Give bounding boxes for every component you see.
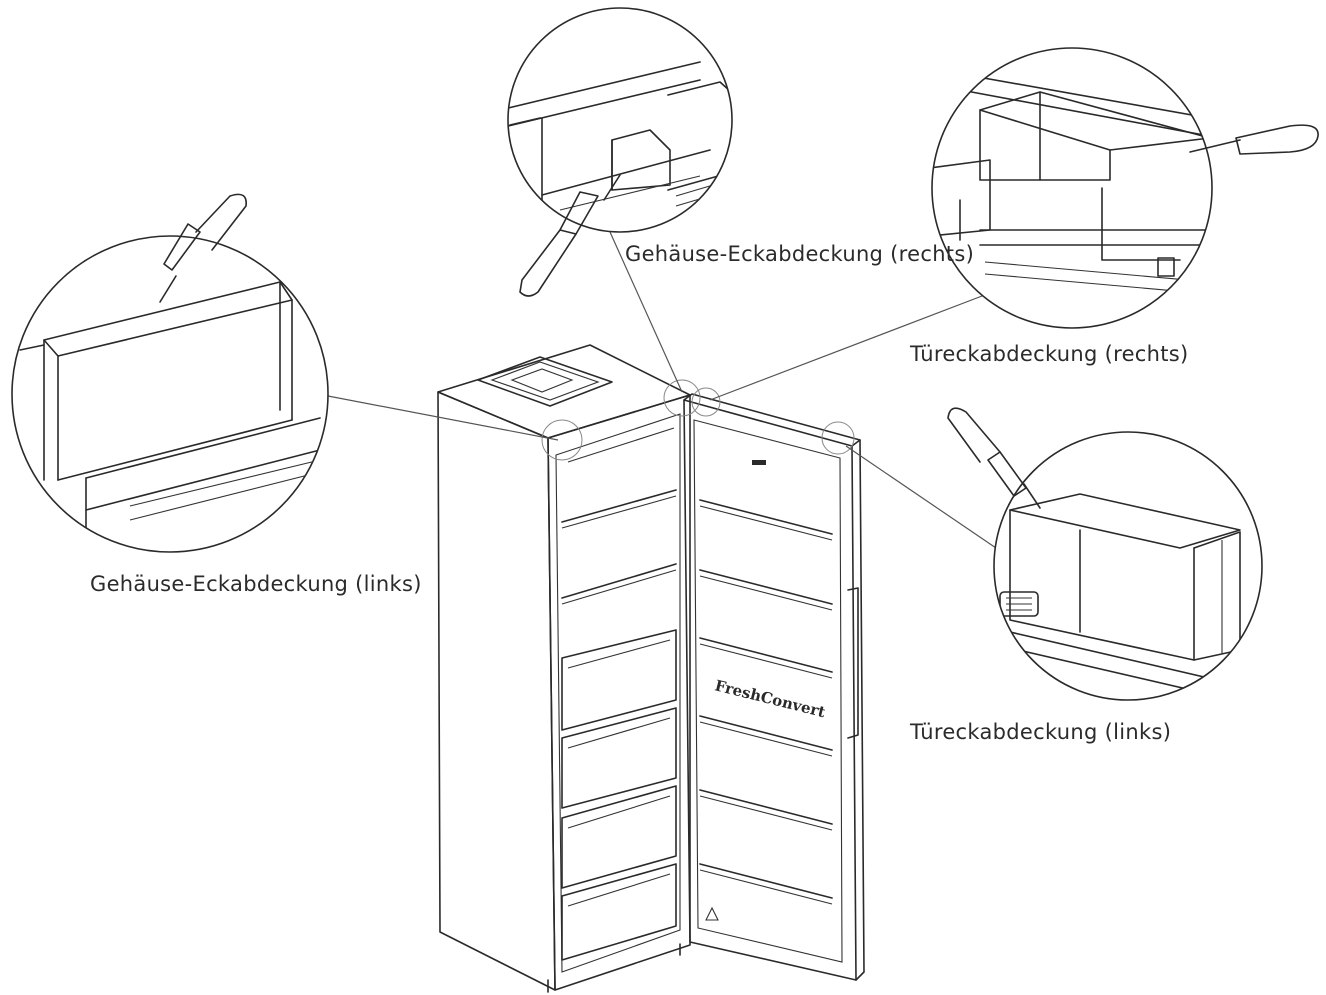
label-door-corner-left: Türeckabdeckung (links) bbox=[910, 720, 1172, 744]
detail-housing-corner-right bbox=[507, 7, 733, 297]
label-door-corner-right: Türeckabdeckung (rechts) bbox=[910, 342, 1189, 366]
leader-lines bbox=[327, 231, 997, 549]
detail-door-corner-right bbox=[931, 47, 1319, 329]
fridge-illustration: FreshConvert bbox=[437, 344, 865, 993]
detail-housing-corner-left bbox=[11, 193, 329, 553]
label-housing-corner-right: Gehäuse-Eckabdeckung (rechts) bbox=[625, 242, 975, 266]
label-housing-corner-left: Gehäuse-Eckabdeckung (links) bbox=[90, 572, 422, 596]
detail-door-corner-left bbox=[947, 407, 1263, 701]
door-logo: FreshConvert bbox=[713, 676, 827, 721]
